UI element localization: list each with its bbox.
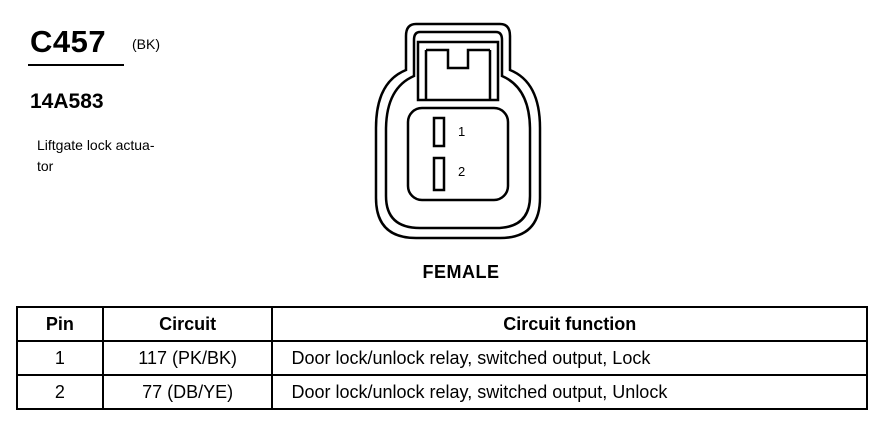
connector-inner-shell [384,30,532,230]
connector-description: Liftgate lock actua- tor [37,137,155,174]
pin-1-cavity [432,116,446,148]
locking-tab [416,40,500,102]
header-circuit-function: Circuit function [271,306,868,342]
cell-circuit-function: Door lock/unlock relay, switched output,… [271,340,868,376]
terminal-cavity-body [406,106,510,202]
cell-pin: 1 [16,340,104,376]
part-number: 14A583 [30,90,104,113]
cell-circuit: 77 (DB/YE) [101,374,274,410]
connector-outer-shell [374,22,542,240]
header-circuit: Circuit [101,306,274,342]
cell-circuit-function: Door lock/unlock relay, switched output,… [271,374,868,410]
cell-circuit: 117 (PK/BK) [101,340,274,376]
connector-id: C457 [30,24,107,59]
pin-table: Pin Circuit Circuit function 1 117 (PK/B… [16,306,868,410]
connector-color: (BK) [132,36,160,52]
table-row: 2 77 (DB/YE) Door lock/unlock relay, swi… [16,374,868,410]
pin-1-label: 1 [458,124,465,139]
connector-id-underline [28,64,124,66]
view-label: FEMALE [422,262,500,282]
table-header-row: Pin Circuit Circuit function [16,306,868,342]
pin-2-label: 2 [458,164,465,179]
pin-2-cavity [432,156,446,192]
cell-pin: 2 [16,374,104,410]
table-row: 1 117 (PK/BK) Door lock/unlock relay, sw… [16,340,868,376]
connector-face-diagram: 1 2 [374,22,542,240]
header-pin: Pin [16,306,104,342]
